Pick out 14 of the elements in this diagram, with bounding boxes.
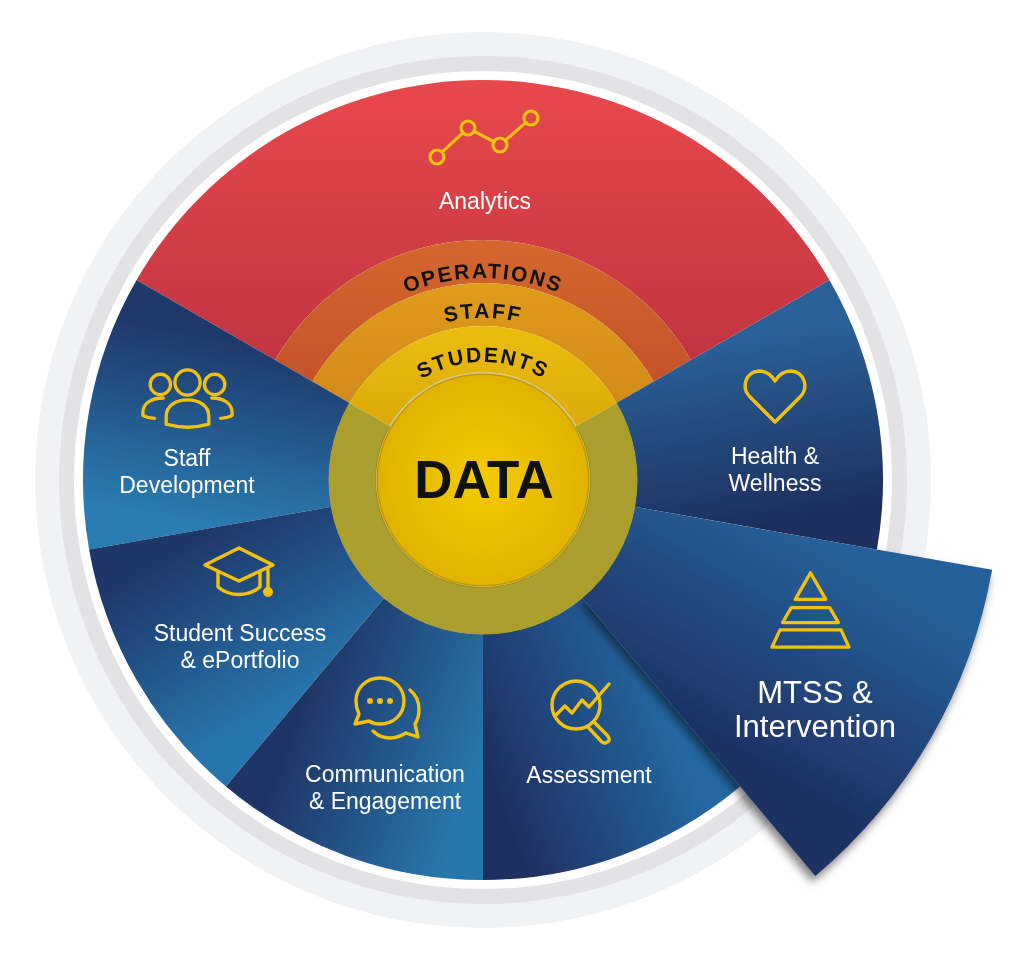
sector-label: Analytics <box>437 187 532 215</box>
sector-label: Health & Wellness <box>727 443 823 497</box>
sector-label: Communication & Engagement <box>304 761 466 815</box>
ring-label: STAFF <box>441 299 525 327</box>
wheel-sector <box>83 279 350 550</box>
ring-label: STUDENTS <box>412 342 554 383</box>
sector-label: Assessment <box>525 761 653 789</box>
wheel-sector <box>616 280 883 550</box>
ring-label: OPERATIONS <box>399 258 567 297</box>
center-label: DATA <box>414 448 554 510</box>
sector-label: Student Success & ePortfolio <box>152 620 328 674</box>
arc-band <box>349 326 617 426</box>
sector-label: Staff Development <box>118 445 256 499</box>
sector-label: MTSS & Intervention <box>733 676 897 744</box>
